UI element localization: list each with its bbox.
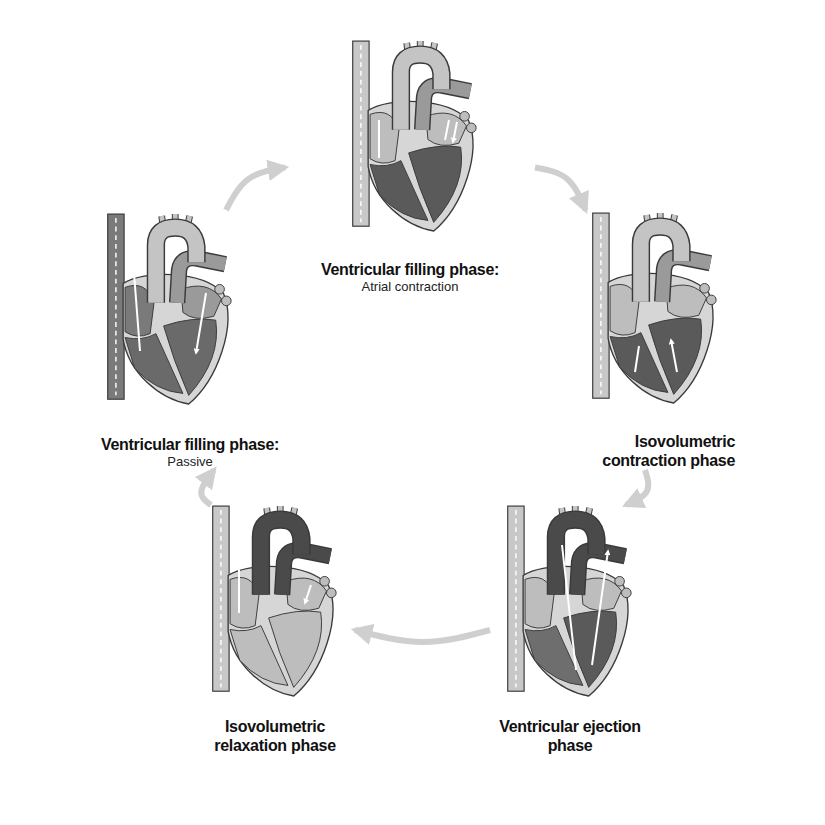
cycle-arrow <box>201 470 214 505</box>
blood-flow-arrow <box>379 120 457 158</box>
phase-subtitle: Atrial contraction <box>362 279 459 295</box>
cycle-arrow <box>355 630 490 642</box>
cycle-arrow <box>226 168 285 211</box>
phase-title: Ventricular filling phase: <box>101 435 279 454</box>
phase-subtitle: Passive <box>167 454 213 470</box>
blood-flow-arrow <box>134 273 206 353</box>
cycle-arrow <box>626 470 648 505</box>
blood-flow-arrow <box>239 565 311 613</box>
phase-node: Ventricular ejection phase <box>490 505 650 755</box>
blood-flow-arrow <box>562 545 608 670</box>
blood-flow-arrow <box>635 340 677 372</box>
phase-title: Ventricular ejection phase <box>490 717 650 755</box>
heart-atrial-contraction <box>353 41 476 231</box>
heart-illustration <box>213 506 336 696</box>
phase-node: Isovolumetric relaxation phase <box>195 505 355 755</box>
heart-isovolumetric-contraction <box>593 213 716 403</box>
heart-isovolumetric-relaxation <box>213 506 336 696</box>
heart-illustration <box>508 506 631 696</box>
cycle-arrow <box>535 168 586 211</box>
heart-illustration <box>353 41 476 231</box>
phase-node: Ventricular filling phase:Atrial contrac… <box>285 40 535 295</box>
phase-title: Ventricular filling phase: <box>321 260 499 279</box>
phase-node: Isovolumetric contraction phase <box>555 210 735 470</box>
heart-illustration <box>108 214 231 404</box>
heart-passive-filling <box>108 214 231 404</box>
heart-illustration <box>593 213 716 403</box>
phase-title: Isovolumetric relaxation phase <box>195 717 355 755</box>
heart-ventricular-ejection <box>508 506 631 696</box>
phase-node: Ventricular filling phase:Passive <box>70 210 310 470</box>
phase-title: Isovolumetric contraction phase <box>555 432 735 470</box>
